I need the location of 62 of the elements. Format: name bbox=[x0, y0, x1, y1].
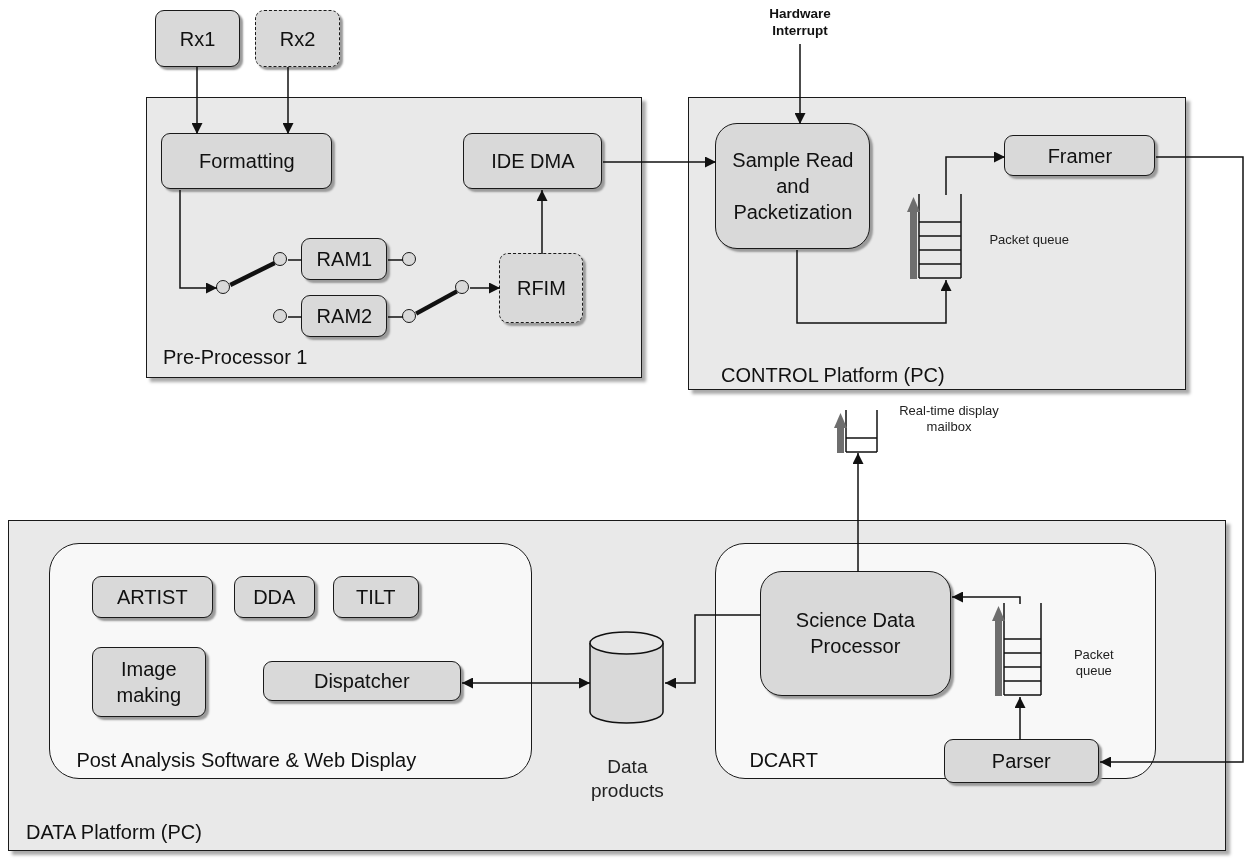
switch-terminal bbox=[273, 252, 288, 267]
process-box: RAM1 bbox=[301, 238, 388, 281]
queue-caption: Packet queue bbox=[989, 232, 1070, 249]
platform-label: CONTROL Platform (PC) bbox=[721, 364, 945, 387]
queue-drawing bbox=[991, 602, 1044, 696]
platform-label: DCART bbox=[749, 749, 818, 773]
process-box: Framer bbox=[1004, 135, 1156, 177]
switch-terminal bbox=[402, 252, 417, 267]
queue-drawing bbox=[834, 410, 880, 453]
arrow bbox=[179, 189, 218, 294]
process-box: Rx2 bbox=[255, 10, 340, 67]
database-cylinder bbox=[589, 631, 665, 725]
switch-lever bbox=[415, 289, 458, 316]
arrow bbox=[461, 677, 591, 689]
process-box: RAM2 bbox=[301, 295, 388, 338]
arrow bbox=[469, 282, 501, 294]
process-box: DDA bbox=[233, 575, 315, 618]
signal-label: Hardware Interrupt bbox=[752, 6, 848, 44]
arrow bbox=[536, 189, 548, 255]
queue-caption: Real-time display mailbox bbox=[898, 403, 1000, 436]
platform-label: DATA Platform (PC) bbox=[26, 821, 202, 844]
platform-panel bbox=[8, 520, 1226, 851]
arrow bbox=[951, 591, 1021, 605]
platform-panel bbox=[688, 97, 1186, 390]
process-box: TILT bbox=[332, 575, 419, 618]
switch-terminal bbox=[216, 280, 231, 295]
arrow bbox=[794, 43, 806, 125]
arrow bbox=[191, 66, 203, 135]
process-box: Dispatcher bbox=[262, 660, 461, 701]
process-box: RFIM bbox=[499, 253, 584, 324]
process-box: Science Data Processor bbox=[759, 570, 951, 696]
process-box: Formatting bbox=[161, 133, 333, 190]
process-box: Rx1 bbox=[155, 10, 240, 67]
queue-caption: Data products bbox=[589, 755, 665, 803]
connector-line bbox=[387, 316, 404, 318]
switch-terminal bbox=[273, 309, 288, 324]
arrow bbox=[664, 614, 762, 689]
queue-caption: Packet queue bbox=[1072, 646, 1115, 680]
switch-terminal bbox=[402, 309, 417, 324]
platform-label: Post Analysis Software & Web Display bbox=[76, 749, 417, 773]
arrow bbox=[796, 249, 952, 324]
group-panel bbox=[49, 543, 533, 780]
arrow bbox=[945, 151, 1006, 196]
queue-drawing bbox=[907, 194, 965, 280]
process-box: Sample Read and Packetization bbox=[715, 123, 871, 250]
switch-lever bbox=[229, 261, 276, 287]
connector-line bbox=[387, 259, 404, 261]
process-box: Parser bbox=[943, 738, 1099, 783]
arrow bbox=[1099, 156, 1244, 768]
arrow bbox=[1014, 696, 1026, 741]
arrow bbox=[602, 156, 717, 168]
arrow bbox=[852, 452, 864, 573]
arrow bbox=[282, 66, 294, 135]
process-box: Image making bbox=[91, 646, 206, 717]
process-box: IDE DMA bbox=[463, 133, 603, 190]
switch-terminal bbox=[455, 280, 470, 295]
group-panel bbox=[715, 543, 1157, 780]
platform-label: Pre-Processor 1 bbox=[163, 346, 308, 369]
connector-line bbox=[287, 316, 303, 318]
platform-panel bbox=[146, 97, 642, 378]
process-box: ARTIST bbox=[91, 575, 213, 618]
connector-line bbox=[287, 259, 303, 261]
